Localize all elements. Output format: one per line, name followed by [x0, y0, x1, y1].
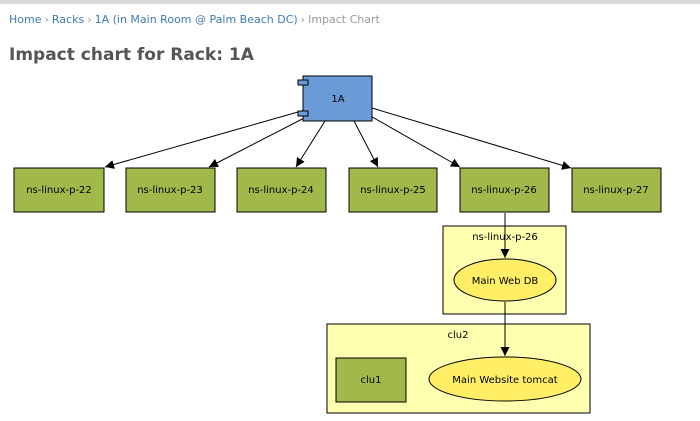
host-node-box	[571, 167, 662, 213]
cluster-label-clu2: clu2	[448, 330, 469, 341]
host-node-ns-linux-p-24[interactable]: ns-linux-p-24	[236, 167, 327, 213]
host-node-ns-linux-p-27[interactable]: ns-linux-p-27	[571, 167, 662, 213]
host-node-ns-linux-p-26[interactable]: ns-linux-p-26	[459, 167, 550, 213]
host-node-box	[13, 167, 105, 213]
root-node-box	[302, 75, 373, 122]
edge-root-to-host-26	[366, 113, 461, 168]
edges	[104, 107, 572, 170]
breadcrumb-separator: ›	[87, 13, 92, 26]
host-node-label: ns-linux-p-25	[360, 185, 426, 196]
breadcrumb-home-link[interactable]: Home	[9, 13, 42, 26]
component-port-icon	[297, 110, 309, 117]
root-node-label: 1A	[331, 94, 344, 105]
breadcrumb-separator: ›	[44, 13, 49, 26]
host-node-box	[236, 167, 327, 213]
edge-root-to-host-23	[208, 113, 313, 168]
breadcrumb-separator: ›	[300, 13, 306, 26]
host-node-ns-linux-p-22[interactable]: ns-linux-p-22	[13, 167, 105, 213]
host-node-label: ns-linux-p-23	[137, 185, 203, 196]
breadcrumb-rack-link[interactable]: 1A (in Main Room @ Palm Beach DC)	[94, 13, 298, 26]
service-node-label: Main Web DB	[472, 276, 539, 287]
top-strip	[0, 0, 700, 4]
host-node-label: ns-linux-p-27	[583, 185, 649, 196]
host-node-label: ns-linux-p-26	[471, 185, 537, 196]
host-node-label: ns-linux-p-22	[26, 185, 92, 196]
host-node-label: ns-linux-p-24	[248, 185, 314, 196]
breadcrumb: Home›Racks›1A (in Main Room @ Palm Beach…	[9, 13, 380, 26]
cluster-node-box	[335, 357, 407, 403]
cluster-node-label: clu1	[361, 375, 382, 386]
page-title: Impact chart for Rack: 1A	[9, 45, 254, 65]
breadcrumb-racks-link[interactable]: Racks	[51, 13, 85, 26]
host-node-ns-linux-p-23[interactable]: ns-linux-p-23	[125, 167, 216, 213]
host-node-ns-linux-p-25[interactable]: ns-linux-p-25	[348, 167, 438, 213]
breadcrumb-current: Impact Chart	[308, 13, 380, 26]
component-port-icon	[297, 79, 309, 86]
edge-root-to-host-27	[371, 107, 572, 170]
service-node-main-web-db[interactable]: Main Web DB	[453, 258, 557, 302]
root-node-1a[interactable]: 1A	[297, 75, 373, 122]
cluster-node-clu1[interactable]: clu1	[335, 357, 407, 403]
service-node-main-website-tomcat[interactable]: Main Website tomcat	[428, 356, 582, 402]
host-node-box	[348, 167, 438, 213]
host-node-box	[125, 167, 216, 213]
host-node-box	[459, 167, 550, 213]
service-node-label: Main Website tomcat	[452, 375, 557, 386]
edge-root-to-host-24	[295, 120, 326, 168]
service-node-ellipse	[453, 258, 557, 302]
edge-root-to-host-22	[104, 109, 306, 169]
edge-root-to-host-25	[353, 120, 379, 168]
service-node-ellipse	[428, 356, 582, 402]
